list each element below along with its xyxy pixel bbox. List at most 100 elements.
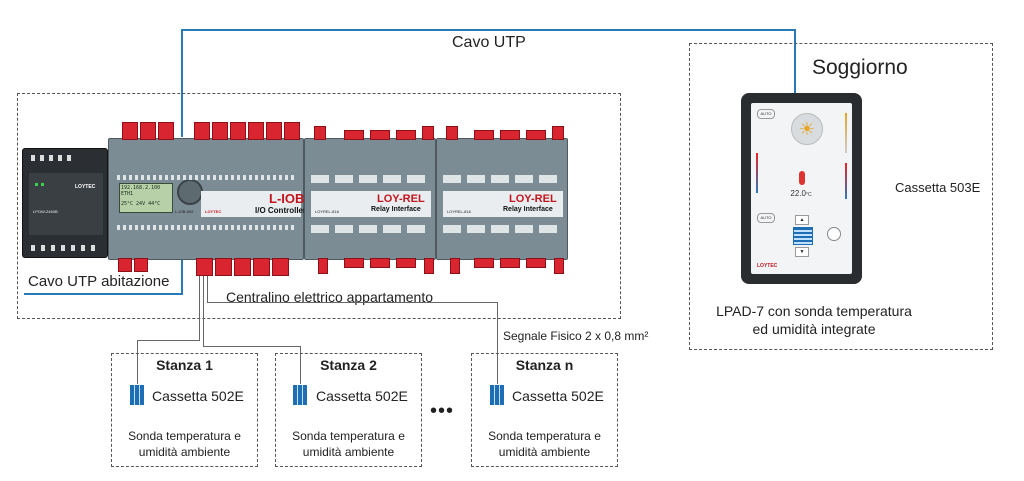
lpad-auto-button-mid[interactable]: AUTO [757,213,775,223]
utp-wire-left-drop [181,29,183,137]
room-box-1 [111,353,258,467]
room-title-2: Stanza 2 [320,357,377,373]
rel-terminal-top-9 [526,130,546,140]
room-box-icon-1 [130,385,144,405]
utp-wire-top [181,29,796,31]
rel-terminal-bottom-3 [370,258,390,268]
room-box-2 [275,353,422,467]
iob-terminal-top-7 [248,122,264,140]
lpad-brand: LOYTEC [757,263,778,269]
rel2-label-panel [443,191,563,217]
iob-terminal-bottom-2 [134,258,148,272]
soggiorno-title: Soggiorno [812,56,908,79]
psu-bottom-sockets [31,245,101,251]
rel-terminal-bottom-1 [318,258,328,274]
utp-wire-abitazione-v [181,255,183,295]
room-sensor-line1-2: Sonda temperatura e [292,429,405,443]
signal-wire-room1-v [137,340,138,384]
iob-terminal-bottom-6 [253,258,270,276]
centralino-box [17,93,621,319]
signal-wire-roomn-v [497,302,498,384]
relay-module-2: LOY-REL Relay Interface LOYREL-816 [436,138,568,260]
lpad-up-button[interactable]: ▲ [795,215,809,225]
lpad-device: AUTO ☀ 22.0°C AUTO ▲ ▼ LOYTEC [741,93,862,284]
lpad-down-button[interactable]: ▼ [795,247,809,257]
iob-screen-line2: 25°C 24V 44°C [121,201,161,207]
iob-terminal-top-4 [194,122,210,140]
power-supply-module: LOYTEC LPOW-2460B [22,148,108,258]
room-sensor-line1-1: Sonda temperatura e [128,429,241,443]
lpad-slider-right-mid[interactable] [845,163,847,199]
cavo-utp-label: Cavo UTP [452,34,526,51]
lpad-description-line2: ed umidità integrate [752,321,876,337]
iob-title: L-IOB [269,191,305,206]
psu-model: LPOW-2460B [33,209,58,214]
iob-bottom-terminal-strip [117,225,297,230]
rel-terminal-top-10 [552,126,564,140]
iob-model: L-IOB-592 [175,209,194,214]
fan-icon[interactable] [827,227,841,241]
rel2-bottom-strip [443,225,563,233]
rel-terminal-top-1 [314,126,326,140]
iob-terminal-bottom-3 [196,258,213,276]
signal-wire-room2-v [300,346,301,384]
lpad-temp-unit: °C [805,192,812,198]
utp-wire-abitazione-h [24,293,183,295]
rel1-model: LOYREL-816 [315,209,339,214]
rel-terminal-top-4 [396,130,416,140]
rel-terminal-top-5 [422,126,434,140]
room-box-n [471,353,618,467]
iob-terminal-bottom-5 [234,258,251,276]
iob-terminal-top-9 [284,122,300,140]
rel1-title: LOY-REL [377,193,425,205]
iob-screen: 192.168.2.100 ETH1 25°C 24V 44°C [119,183,173,213]
segnale-fisico-label: Segnale Fisico 2 x 0,8 mm² [503,329,649,343]
rel2-title: LOY-REL [509,193,557,205]
rel-terminal-bottom-5 [424,258,434,274]
cassetta-503e-label: Cassetta 503E [895,180,981,195]
lpad-description-line1: LPAD-7 con sonda temperatura [716,303,912,319]
iob-label-panel [201,191,301,217]
lpad-auto-button-top[interactable]: AUTO [757,109,775,119]
rel1-subtitle: Relay Interface [371,206,421,213]
iob-knob[interactable] [177,179,203,205]
room-cassetta-2: Cassetta 502E [316,388,408,404]
lpad-temp-value: 22.0 [790,189,806,198]
rel-terminal-top-8 [500,130,520,140]
rel2-subtitle: Relay Interface [503,206,553,213]
iob-subtitle: I/O Controller [255,206,307,215]
rel2-model: LOYREL-816 [447,209,471,214]
sun-icon[interactable]: ☀ [791,113,823,145]
rel-terminal-top-2 [344,130,364,140]
lpad-screen[interactable]: AUTO ☀ 22.0°C AUTO ▲ ▼ LOYTEC [751,103,852,274]
blinds-icon[interactable] [793,227,813,245]
lpad-temperature: 22.0°C [781,189,821,198]
rel-terminal-top-3 [370,130,390,140]
relay-module-1: LOY-REL Relay Interface LOYREL-816 [304,138,436,260]
lpad-auto-label-mid: AUTO [760,215,772,220]
rel-terminal-top-6 [446,126,458,140]
psu-led-green [35,183,38,186]
rel1-label-panel [311,191,431,217]
room-box-icon-2 [293,385,307,405]
rel-terminal-bottom-6 [450,258,460,274]
signal-wire-room1-h [137,340,200,341]
rel-terminal-bottom-7 [474,258,494,268]
iob-module: 192.168.2.100 ETH1 25°C 24V 44°C L-IOB-5… [108,138,307,260]
iob-terminal-top-6 [230,122,246,140]
iob-terminal-bottom-7 [272,258,289,276]
room-sensor-line2-1: umidità ambiente [138,445,231,459]
iob-top-terminal-strip [117,175,297,180]
rel-terminal-bottom-4 [396,258,416,268]
lpad-slider-left-top[interactable] [756,153,758,193]
room-sensor-line2-2: umidità ambiente [302,445,395,459]
rel1-top-strip [311,175,431,183]
iob-terminal-top-3 [158,122,174,140]
iob-terminal-bottom-1 [118,258,132,272]
room-sensor-line1-n: Sonda temperatura e [488,429,601,443]
room-box-icon-n [490,385,504,405]
lpad-slider-right-top[interactable] [845,113,847,153]
rel-terminal-top-7 [474,130,494,140]
room-cassetta-1: Cassetta 502E [152,388,244,404]
cavo-utp-abitazione-label: Cavo UTP abitazione [28,273,170,290]
